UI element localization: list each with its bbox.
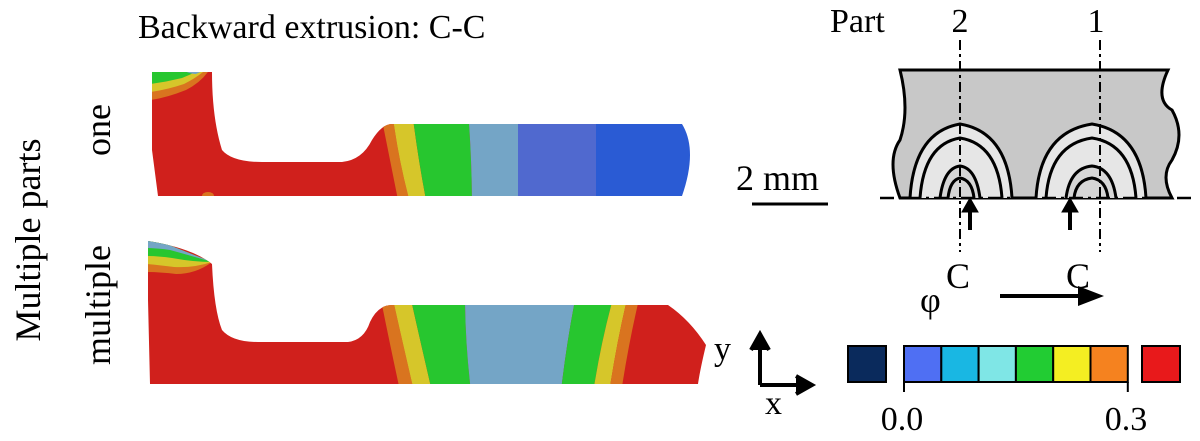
zone-blue-2 [596, 110, 690, 196]
legend-min-label: 0.0 [881, 401, 924, 438]
zone-blue-1 [518, 110, 596, 196]
tip-steel [170, 72, 215, 74]
zone-green-right [560, 295, 614, 384]
part-1-profile [1034, 122, 1148, 199]
y-axis-label: y [714, 331, 731, 368]
legend-swatch [1089, 345, 1129, 383]
direction-symbol: φ [920, 280, 941, 320]
legend-max-label: 0.3 [1105, 401, 1148, 438]
spot-orange [202, 192, 214, 196]
section-one-part [152, 72, 690, 196]
legend-over-swatch [1141, 345, 1181, 383]
zone-yellow-left [392, 295, 434, 384]
color-legend [847, 345, 1181, 392]
zone-orange [380, 110, 412, 196]
x-axis-label: x [765, 385, 782, 422]
section-marker-c-left: C [946, 256, 970, 296]
parts-schematic [880, 40, 1196, 252]
zone-orange-left [380, 295, 416, 384]
zone-yellow-right [592, 295, 628, 384]
figure-title: Backward extrusion: C-C [138, 9, 486, 46]
row-label-one: one [78, 104, 118, 156]
section-multiple-parts [148, 241, 706, 384]
zone-green-left [410, 295, 472, 384]
row-label-multiple: multiple [78, 245, 118, 365]
part-number-2: 2 [952, 3, 969, 40]
x-arrowhead [795, 374, 817, 396]
part-label: Part [830, 3, 885, 40]
zone-steel [465, 295, 576, 384]
legend-swatch [977, 345, 1017, 383]
section-arrows [961, 196, 1079, 230]
direction-arrow [1000, 286, 1104, 306]
zone-steel [468, 110, 518, 196]
zone-yellow [392, 110, 428, 196]
legend-swatch [903, 345, 943, 383]
legend-under-swatch [847, 345, 887, 383]
zone-orange-right [608, 295, 640, 384]
coordinate-axes [749, 329, 817, 396]
legend-swatch [1014, 345, 1055, 383]
y-arrowhead [749, 329, 771, 351]
tip-green [152, 72, 215, 84]
legend-swatch [940, 345, 980, 383]
scale-bar-label: 2 mm [736, 158, 819, 198]
zone-green [412, 110, 472, 196]
part-number-1: 1 [1088, 3, 1105, 40]
legend-swatch [1052, 345, 1092, 383]
row-group-label: Multiple parts [8, 139, 48, 342]
